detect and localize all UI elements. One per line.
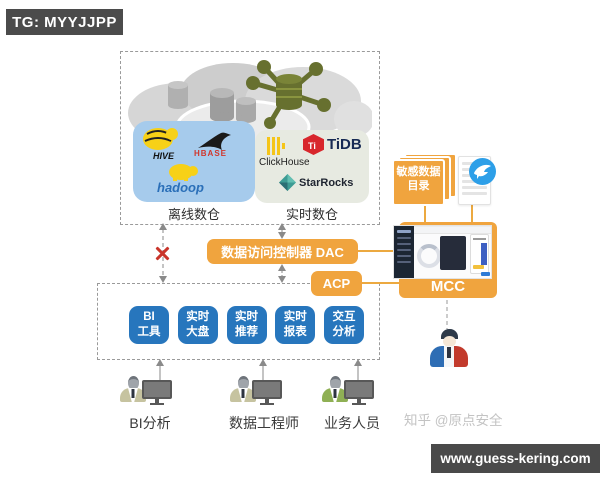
tidb-icon: Ti — [303, 134, 324, 155]
starrocks-logo: StarRocks — [279, 174, 353, 191]
thumbnail-bar-chart — [481, 243, 487, 265]
cloud-cluster — [128, 60, 372, 155]
hadoop-logo: hadoop — [157, 164, 204, 195]
clickhouse-icon — [267, 137, 285, 155]
warehouse-region — [120, 51, 380, 225]
thumbnail-main — [414, 226, 491, 278]
mcc-dashboard-thumbnail — [394, 226, 491, 278]
admin-user-icon — [429, 329, 469, 373]
site-watermark: www.guess-kering.com — [431, 444, 600, 473]
clickhouse-label: ClickHouse — [259, 157, 310, 168]
mcc-label: MCC — [430, 278, 466, 295]
starrocks-label: StarRocks — [299, 176, 354, 189]
app-realtime-dashboard: 实时 大盘 — [177, 306, 218, 344]
person-at-computer-icon — [222, 372, 306, 412]
thumbnail-dark-card — [440, 236, 466, 270]
person-at-computer-icon — [112, 372, 188, 412]
svg-text:HIVE: HIVE — [153, 151, 175, 161]
dac-box: 数据访问控制器 DAC — [207, 239, 358, 264]
sensitive-data-catalog-label: 敏感数据 目录 — [396, 166, 441, 193]
dac-apps-link — [278, 264, 286, 283]
tg-corner-tag: TG: MYYJJPP — [6, 9, 123, 35]
tidb-logo: Ti TiDB — [303, 134, 362, 155]
warehouse-dac-link — [278, 223, 286, 239]
person-at-computer-icon — [314, 372, 390, 412]
acp-box: ACP — [311, 271, 362, 296]
hive-logo: HIVE — [143, 128, 178, 161]
graph-network-icon — [246, 60, 331, 129]
user-label: BI分析 — [129, 415, 171, 431]
offline-warehouse-label: 离线数仓 — [167, 207, 220, 222]
zhihu-watermark: 知乎 @原点安全 — [404, 413, 503, 428]
realtime-warehouse-box: ClickHouse Ti TiDB StarRocks — [255, 130, 369, 203]
thumbnail-sidebar — [394, 226, 414, 278]
offline-warehouse-box: HIVE HBASE hadoop — [133, 121, 255, 202]
user-label: 业务人员 — [324, 415, 380, 431]
thumbnail-button — [481, 272, 490, 276]
app-bi-tools: BI 工具 — [129, 306, 169, 344]
tidb-label: TiDB — [327, 136, 362, 153]
blocked-access-x-icon — [154, 245, 171, 262]
app-interactive-analysis: 交互 分析 — [324, 306, 364, 344]
database-stack-icon — [168, 81, 256, 123]
starrocks-icon — [279, 174, 296, 191]
hbase-logo: HBASE — [194, 132, 231, 158]
thumbnail-donut-chart — [417, 244, 441, 268]
catalog-doc-front — [392, 159, 445, 206]
app-realtime-report: 实时 报表 — [275, 306, 316, 344]
app-row: BI 工具 实时 大盘 实时 推荐 实时 报表 交互 分析 — [129, 306, 364, 344]
realtime-warehouse-label: 实时数仓 — [285, 207, 338, 222]
app-realtime-recommend: 实时 推荐 — [226, 306, 267, 344]
svg-text:HBASE: HBASE — [194, 149, 227, 158]
user-group-data-engineer: 数据工程师 — [222, 372, 306, 433]
dingtalk-icon — [469, 158, 496, 185]
user-label: 数据工程师 — [229, 415, 299, 431]
user-group-bi-analyst: BI分析 — [112, 372, 188, 433]
svg-text:hadoop: hadoop — [157, 180, 204, 195]
user-group-business: 业务人员 — [314, 372, 390, 433]
applications-region — [97, 283, 380, 360]
svg-text:Ti: Ti — [308, 141, 316, 151]
